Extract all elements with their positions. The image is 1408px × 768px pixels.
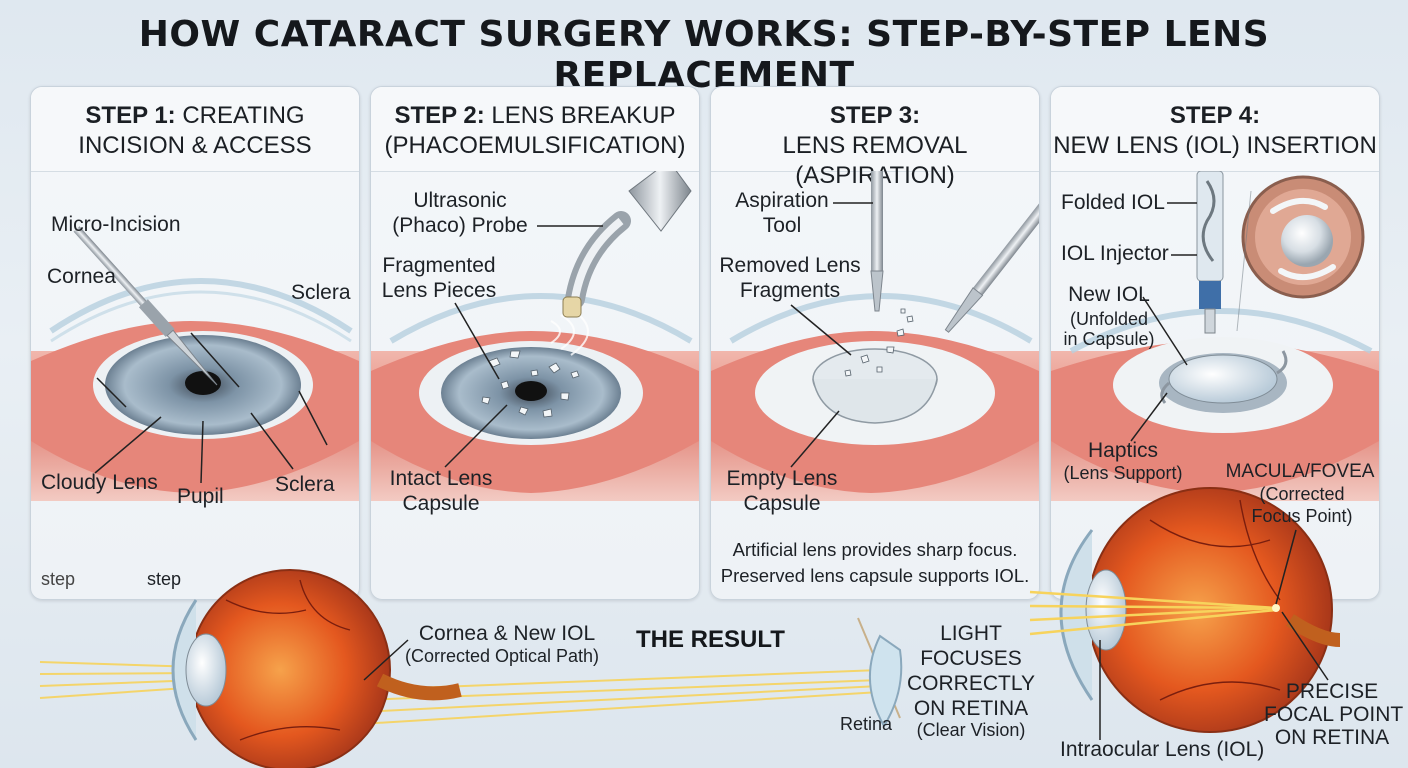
- light-label-line4: ON RETINA: [913, 697, 1029, 720]
- fragmented-label-line2: Lens Pieces: [381, 279, 497, 302]
- haptics-label-line1: Haptics: [1087, 439, 1159, 462]
- light-label-line2: FOCUSES: [920, 647, 1022, 670]
- haptics-label-line2: (Lens Support): [1063, 463, 1183, 483]
- macula-label-line3: Focus Point): [1251, 506, 1353, 526]
- cornea-iol-label-line2: (Corrected Optical Path): [404, 646, 600, 666]
- empty-capsule-label-line2: Capsule: [743, 492, 821, 515]
- step-3-number: STEP 3:: [829, 102, 921, 129]
- step-1-number: STEP 1:: [85, 102, 176, 129]
- step-3-note-line2: Preserved lens capsule supports IOL.: [720, 565, 1030, 586]
- light-label-line3: CORRECTLY: [907, 672, 1035, 695]
- sclera-bottom-label: Sclera: [275, 473, 335, 496]
- result-title: THE RESULT: [636, 626, 785, 653]
- macula-label-line1: MACULA/FOVEA: [1225, 461, 1375, 482]
- step-4-title-line2: NEW LENS (IOL) INSERTION: [1053, 132, 1377, 159]
- probe-label-line2: (Phaco) Probe: [392, 214, 528, 237]
- step-1-header: STEP 1: CREATING INCISION & ACCESS: [31, 87, 359, 172]
- retina-lens-diagram: [857, 617, 903, 728]
- precise-label-line3: ON RETINA: [1274, 726, 1390, 749]
- step-2-panel: STEP 2: LENS BREAKUP (PHACOEMULSIFICATIO…: [370, 86, 700, 600]
- cornea-iol-label-line1: Cornea & New IOL: [418, 622, 596, 645]
- step-3-eye-illustration: [711, 171, 1039, 501]
- step-3-header: STEP 3: LENS REMOVAL (ASPIRATION): [711, 87, 1039, 189]
- probe-label-line1: Ultrasonic: [413, 189, 507, 212]
- intact-capsule-label-line1: Intact Lens: [389, 467, 493, 490]
- step-4-number: STEP 4:: [1169, 102, 1261, 129]
- aspiration-tool-label-line2: Tool: [762, 214, 802, 237]
- macula-label-line2: (Corrected: [1259, 484, 1345, 504]
- step-2-title-line2: (PHACOEMULSIFICATION): [384, 132, 686, 159]
- step-caption-b: step: [147, 569, 182, 589]
- intact-capsule-label-line2: Capsule: [402, 492, 480, 515]
- micro-incision-label: Micro-Incision: [51, 213, 181, 236]
- iol-label: Intraocular Lens (IOL): [1060, 738, 1265, 761]
- step-2-header: STEP 2: LENS BREAKUP (PHACOEMULSIFICATIO…: [371, 87, 699, 172]
- iol-injector-label: IOL Injector: [1061, 242, 1169, 265]
- left-eyeball: [171, 569, 462, 768]
- fragmented-label-line1: Fragmented: [382, 254, 496, 277]
- step-1-title-line2: INCISION & ACCESS: [78, 132, 312, 159]
- precise-label-line2: FOCAL POINT: [1264, 703, 1404, 726]
- sclera-top-label: Sclera: [291, 281, 351, 304]
- light-label-line1: LIGHT: [940, 622, 1002, 645]
- step-3-note-line1: Artificial lens provides sharp focus.: [732, 539, 1018, 560]
- pupil-label: Pupil: [177, 485, 224, 508]
- step-2-number: STEP 2:: [394, 102, 485, 129]
- new-iol-label-line2: (Unfolded: [1069, 309, 1149, 329]
- page-title: HOW CATARACT SURGERY WORKS: STEP-BY-STEP…: [138, 14, 1270, 96]
- removed-fragments-label-line1: Removed Lens: [719, 254, 861, 277]
- step-1-title-line1: CREATING: [182, 102, 305, 129]
- light-label-line5: (Clear Vision): [916, 720, 1026, 740]
- new-iol-label-line1: New IOL: [1068, 283, 1150, 306]
- empty-capsule-label-line1: Empty Lens: [726, 467, 838, 490]
- step-caption-a: step: [41, 569, 76, 589]
- step-1-panel: STEP 1: CREATING INCISION & ACCESS Micro…: [30, 86, 360, 600]
- retina-label: Retina: [840, 714, 893, 734]
- new-iol-label-line3: in Capsule): [1063, 329, 1155, 349]
- cloudy-lens-label: Cloudy Lens: [41, 471, 158, 494]
- step-3-panel: STEP 3: LENS REMOVAL (ASPIRATION) Aspira…: [710, 86, 1040, 600]
- aspiration-tool-label-line1: Aspiration: [735, 189, 829, 212]
- precise-label-line1: PRECISE: [1285, 680, 1379, 703]
- removed-fragments-label-line2: Fragments: [739, 279, 841, 302]
- right-eyeball: [1029, 487, 1341, 733]
- step-2-title-line1: LENS BREAKUP: [491, 102, 676, 129]
- folded-iol-label: Folded IOL: [1061, 191, 1165, 214]
- cornea-label: Cornea: [47, 265, 116, 288]
